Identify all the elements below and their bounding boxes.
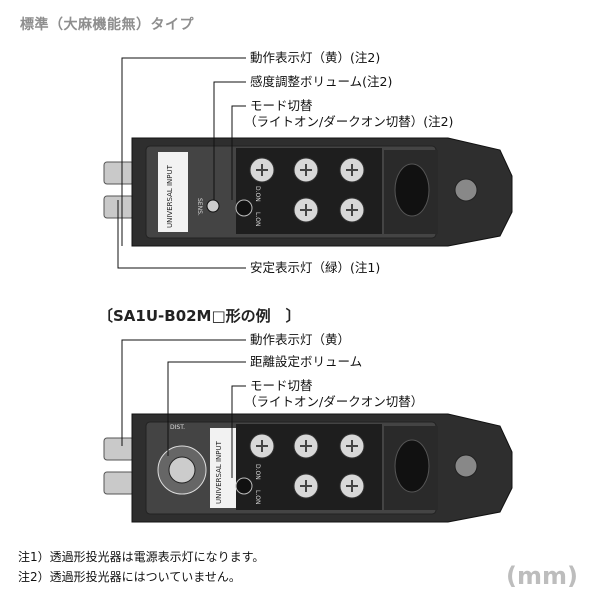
top-device xyxy=(103,137,513,247)
top-screws xyxy=(249,157,365,223)
label-stability-indicator: 安定表示灯（緑）(注1) xyxy=(250,260,381,275)
label-mode-switch-detail: （ライトオン/ダークオン切替）(注2) xyxy=(244,114,454,129)
top-connector xyxy=(454,178,478,202)
top-mode-switch xyxy=(235,199,253,217)
label-operation-indicator: 動作表示灯（黄）(注2) xyxy=(250,50,381,65)
leader-bottom-mode-switch xyxy=(231,385,246,478)
leader-operation-indicator xyxy=(121,57,246,246)
top-sens-knob xyxy=(206,199,220,213)
bottom-left-nub-1 xyxy=(103,437,135,461)
top-panel-sens: SENS. xyxy=(196,198,203,216)
bottom-connector xyxy=(454,454,478,478)
leader-distance-volume xyxy=(167,361,246,456)
bottom-lens xyxy=(394,439,430,493)
bottom-panel-universal-input: UNIVERSAL INPUT xyxy=(215,441,223,504)
distance-dial-knob xyxy=(168,456,196,484)
top-left-nub-2 xyxy=(103,195,135,219)
top-lens xyxy=(394,163,430,217)
leader-sensitivity xyxy=(213,81,246,200)
bottom-panel-dist: DIST. xyxy=(170,424,186,431)
top-label-strip xyxy=(158,152,188,232)
page-title: 標準（大麻機能無）タイプ xyxy=(20,17,194,33)
note-1: 注1）透過形投光器は電源表示灯になります。 xyxy=(18,550,265,564)
label-sensitivity-volume: 感度調整ボリューム(注2) xyxy=(250,74,393,89)
top-panel-lon: L.ON xyxy=(254,212,261,227)
bottom-device xyxy=(103,413,513,523)
bottom-panel-don: D.ON xyxy=(254,464,261,480)
label-mode-switch: モード切替 xyxy=(250,98,313,113)
top-panel-universal-input: UNIVERSAL INPUT xyxy=(166,165,174,228)
bottom-left-nub-2 xyxy=(103,471,135,495)
top-panel-don: D.ON xyxy=(254,186,261,202)
unit-label: (mm) xyxy=(506,562,578,590)
leader-stability-indicator xyxy=(117,200,246,269)
note-2: 注2）透過形投光器にはついていません。 xyxy=(18,570,241,584)
bottom-mode-switch xyxy=(235,477,253,495)
label-bottom-mode-switch: モード切替 xyxy=(250,378,313,393)
label-bottom-mode-switch-detail: （ライトオン/ダークオン切替） xyxy=(244,394,424,409)
leader-mode-switch xyxy=(231,105,246,200)
label-distance-volume: 距離設定ボリューム xyxy=(250,354,363,369)
bottom-screws xyxy=(249,433,365,499)
leader-bottom-operation-indicator xyxy=(121,339,246,446)
section-title-example: 〔SA1U-B02M□形の例 〕 xyxy=(98,307,301,325)
bottom-panel-lon: L.ON xyxy=(254,490,261,505)
top-left-nub-1 xyxy=(103,161,135,185)
label-bottom-operation-indicator: 動作表示灯（黄） xyxy=(250,332,351,347)
